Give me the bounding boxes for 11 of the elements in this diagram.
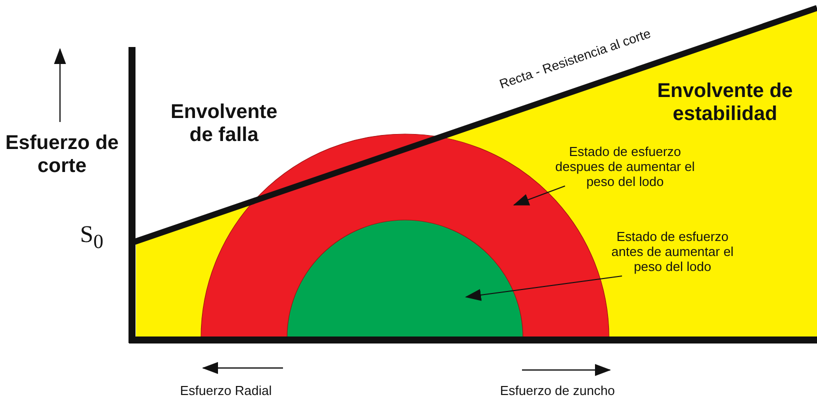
- axis-value: S$_{0}$: [80, 222, 104, 254]
- inner-stress-semicircle: [286, 220, 524, 338]
- axis-caption: Esfuerzo de zuncho: [500, 384, 616, 399]
- region-label: Envolvente de estabilidad: [656, 80, 794, 126]
- annotation-text: Estado de esfuerzo antes de aumentar el peso del lodo: [610, 230, 735, 275]
- axis-title: Esfuerzo de corte: [4, 132, 120, 178]
- leader-line: [513, 186, 566, 206]
- leader-line: [465, 276, 622, 301]
- annotation-text: Estado de esfuerzo despues de aumentar el peso del lodo: [554, 145, 696, 190]
- axis-caption: Esfuerzo Radial: [180, 384, 273, 399]
- region-label: Envolvente de falla: [170, 101, 278, 147]
